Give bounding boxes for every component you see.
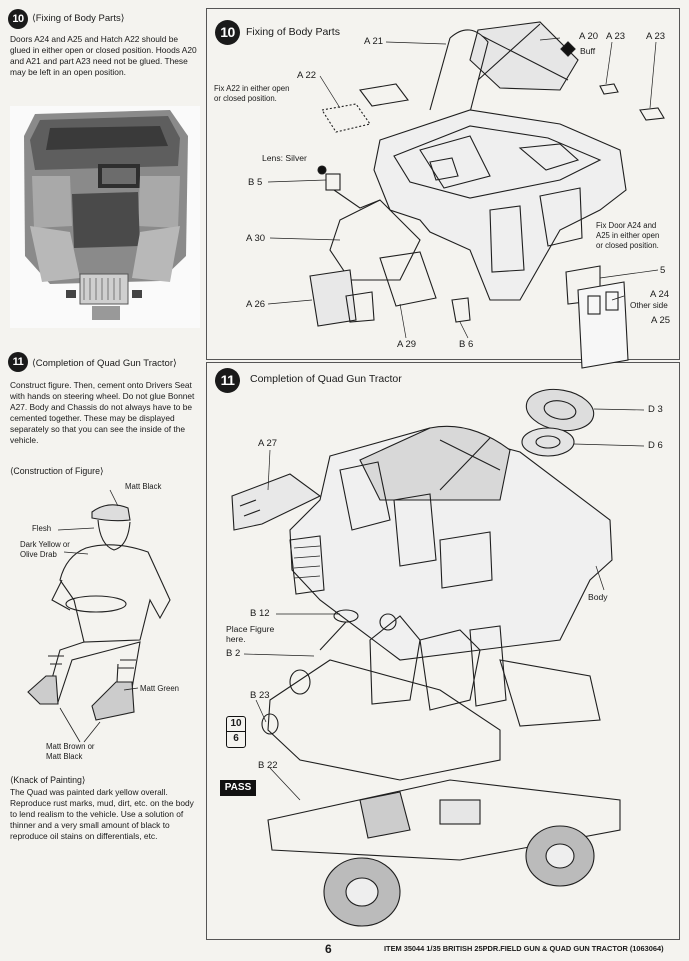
label-buff: Buff: [580, 46, 596, 56]
figure-heading: ⟨Construction of Figure⟩: [10, 466, 104, 476]
item-footer: ITEM 35044 1/35 BRITISH 25PDR.FIELD GUN …: [384, 944, 664, 953]
note-a22-line1: Fix A22 in either open: [214, 84, 290, 93]
part-b2: B 2: [226, 648, 241, 659]
painting-heading: ⟨Knack of Painting⟩: [10, 775, 86, 785]
part-b22: B 22: [258, 760, 278, 771]
step-10-text: Doors A24 and A25 and Hatch A22 should b…: [10, 34, 197, 78]
part-b5: B 5: [248, 177, 263, 188]
note-doors-line3: or closed position.: [596, 241, 659, 250]
part-a25: A 25: [651, 315, 671, 326]
label-matt-brown: Matt Brown or: [46, 742, 95, 751]
part-a20: A 20: [579, 31, 599, 42]
part-5: 5: [660, 265, 666, 276]
label-matt-black-boots: Matt Black: [46, 752, 83, 761]
step-10-title: Fixing of Body Parts: [246, 26, 340, 38]
step-10-badge: 10: [8, 9, 28, 29]
step-ref-bottom: 6: [233, 733, 239, 744]
step-ref-badge: 10 6: [226, 716, 246, 748]
step-10-heading: ⟨Fixing of Body Parts⟩: [32, 13, 125, 24]
label-olive-drab: Olive Drab: [20, 550, 57, 559]
step-10-badge-large: 10: [215, 20, 240, 45]
label-matt-green: Matt Green: [140, 684, 179, 693]
part-b6: B 6: [459, 339, 474, 350]
part-d6: D 6: [648, 440, 663, 451]
part-a23-2: A 23: [646, 31, 666, 42]
part-a24: A 24: [650, 289, 670, 300]
part-d3: D 3: [648, 404, 663, 415]
part-a21: A 21: [364, 36, 384, 47]
step-11-badge-large: 11: [215, 368, 240, 393]
step-11-title: Completion of Quad Gun Tractor: [250, 373, 402, 385]
step-10-frame: [206, 8, 680, 360]
note-doors-line2: A25 in either open: [596, 231, 660, 240]
step-11-text: Construct figure. Then, cement onto Driv…: [10, 380, 195, 446]
label-lens-silver: Lens: Silver: [262, 153, 307, 163]
step-ref-top: 10: [227, 717, 245, 732]
part-a23-1: A 23: [606, 31, 626, 42]
part-b12: B 12: [250, 608, 270, 619]
part-a26: A 26: [246, 299, 266, 310]
part-a22: A 22: [297, 70, 317, 81]
label-other-side: Other side: [630, 301, 668, 310]
body-assembly-photo: [10, 106, 200, 328]
page-number: 6: [325, 942, 332, 956]
note-doors-line1: Fix Door A24 and: [596, 221, 657, 230]
label-place-figure-here: here.: [226, 634, 246, 644]
part-b23: B 23: [250, 690, 270, 701]
label-place-figure: Place Figure: [226, 624, 275, 634]
label-flesh: Flesh: [32, 524, 52, 533]
note-a22-line2: or closed position.: [214, 94, 277, 103]
painting-text: The Quad was painted dark yellow overall…: [10, 787, 194, 842]
label-matt-black-beret: Matt Black: [125, 482, 162, 491]
part-a30: A 30: [246, 233, 266, 244]
pass-badge: PASS: [220, 780, 256, 796]
step-11-heading: ⟨Completion of Quad Gun Tractor⟩: [32, 358, 177, 369]
step-11-badge: 11: [8, 352, 28, 372]
step-11-frame: [206, 362, 680, 940]
label-body: Body: [588, 592, 608, 602]
label-dark-yellow: Dark Yellow or: [20, 540, 70, 549]
part-a29: A 29: [397, 339, 417, 350]
part-a27: A 27: [258, 438, 278, 449]
